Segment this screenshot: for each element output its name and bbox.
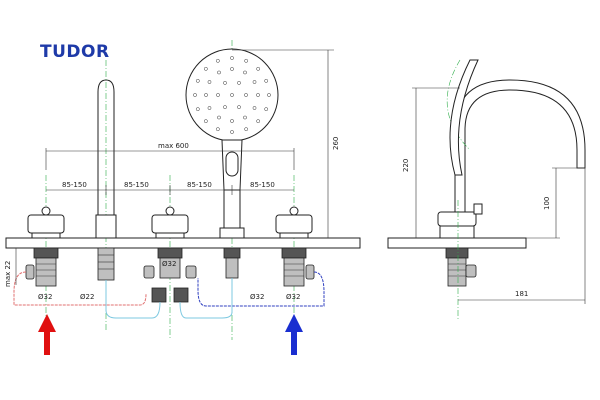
label-spacing-2: 85-150: [124, 181, 149, 189]
hot-valve: [25, 175, 65, 340]
label-d32-r1: Ø32: [250, 293, 264, 301]
label-d22: Ø22: [80, 293, 94, 301]
nozzle-dot: [215, 58, 220, 63]
side-view: 220 100 181: [387, 59, 586, 320]
label-260: 260: [332, 137, 340, 150]
nozzle-dot: [244, 58, 249, 63]
nozzle-dot: [216, 93, 220, 97]
nozzle-dot: [264, 107, 269, 112]
label-220: 220: [402, 159, 410, 172]
hot-arrow-icon: [38, 314, 56, 355]
nozzle-dot: [203, 66, 208, 71]
diverter-valve: [143, 175, 197, 340]
nozzle-dot: [244, 127, 249, 132]
label-max22: max 22: [4, 261, 12, 287]
nozzle-dot: [230, 93, 234, 97]
nozzle-dot: [230, 56, 234, 60]
label-d32-left: Ø32: [38, 293, 52, 301]
shower-hose: [179, 278, 233, 319]
cold-pipe: [197, 271, 325, 307]
nozzle-dot: [243, 70, 247, 75]
nozzle-dot: [223, 81, 227, 85]
spout-hose: [105, 280, 161, 319]
nozzle-dot: [207, 106, 212, 110]
nozzle-dot: [244, 93, 248, 97]
deck-plate: [5, 237, 361, 249]
nozzle-dot: [256, 66, 261, 71]
nozzle-dot: [223, 105, 227, 109]
nozzle-dot: [230, 119, 234, 123]
nozzle-dot: [215, 127, 220, 132]
label-100: 100: [543, 197, 551, 210]
nozzle-dot: [193, 93, 197, 97]
brand-title: TUDOR: [40, 42, 110, 62]
nozzle-dot: [195, 107, 200, 112]
side-lever: [449, 59, 479, 176]
nozzle-dot: [203, 119, 208, 124]
nozzle-dot: [252, 80, 257, 84]
nozzle-dot: [230, 130, 234, 134]
label-spacing-3: 85-150: [187, 181, 212, 189]
nozzle-dot: [217, 115, 221, 120]
nozzle-dot: [252, 106, 257, 110]
label-max600: max 600: [158, 142, 189, 150]
nozzle-dot: [207, 80, 212, 84]
label-181: 181: [515, 290, 528, 298]
label-spacing-1: 85-150: [62, 181, 87, 189]
nozzle-dot: [267, 93, 271, 97]
nozzle-dot: [237, 81, 241, 85]
cold-arrow-icon: [285, 314, 303, 355]
label-spacing-4: 85-150: [250, 181, 275, 189]
nozzle-dot: [204, 93, 208, 97]
label-d32-center: Ø32: [162, 260, 176, 268]
nozzle-dot: [243, 115, 247, 120]
cold-valve: [275, 175, 315, 340]
hot-pipe: [13, 271, 147, 306]
side-deck-plate: [387, 237, 527, 249]
nozzle-dot: [256, 119, 261, 124]
nozzle-dot: [195, 78, 200, 83]
label-d32-r2: Ø32: [286, 293, 300, 301]
shower-head: [185, 48, 279, 191]
nozzle-dot: [264, 78, 269, 83]
nozzle-dot: [230, 67, 234, 71]
side-spout: [454, 79, 586, 216]
nozzle-dot: [256, 93, 260, 97]
nozzle-dot: [217, 70, 221, 75]
nozzle-dot: [237, 105, 241, 109]
